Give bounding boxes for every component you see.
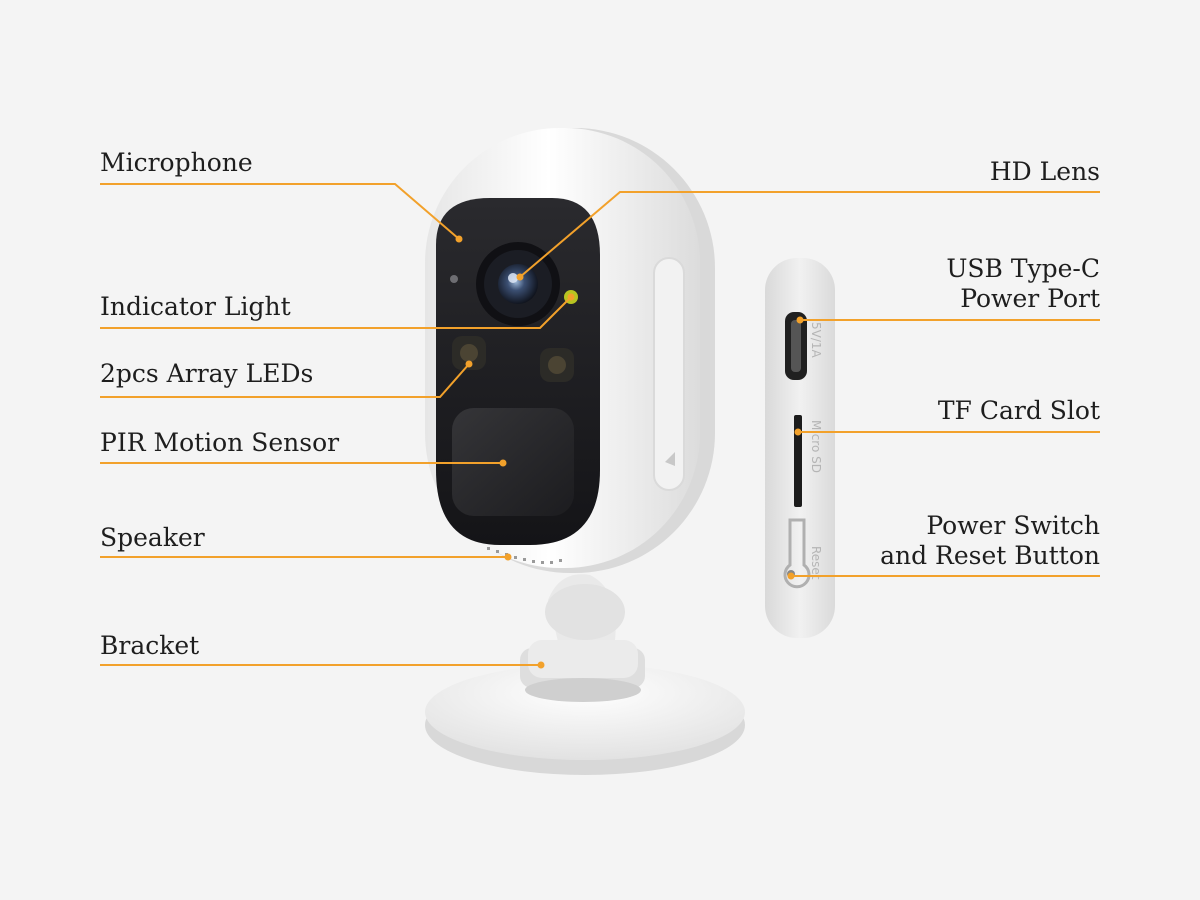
leader-leds xyxy=(100,363,470,398)
dot-speaker xyxy=(504,553,512,561)
microsd-text: Micro SD xyxy=(809,420,823,473)
leader-lens xyxy=(519,191,1100,278)
leader-lines xyxy=(100,183,1100,666)
dot-usb xyxy=(796,316,804,324)
label-tf-slot: TF Card Slot xyxy=(938,396,1100,426)
label-array-leds: 2pcs Array LEDs xyxy=(100,359,314,388)
dot-power xyxy=(787,572,795,580)
label-tf-line1: TF Card Slot xyxy=(937,396,1100,425)
label-power-line1: Power Switch xyxy=(926,511,1100,540)
leader-dots xyxy=(455,235,804,669)
dot-tf xyxy=(794,428,802,436)
dot-lens xyxy=(516,273,524,281)
label-hd-lens-line1: HD Lens xyxy=(989,157,1100,186)
label-microphone: Microphone xyxy=(100,148,253,177)
label-power-switch: Power Switch and Reset Button xyxy=(880,511,1100,571)
label-indicator-light: Indicator Light xyxy=(100,292,291,321)
usb-rating-text: 5V/1A xyxy=(809,322,823,359)
bracket-base xyxy=(425,574,745,775)
dot-bracket xyxy=(537,661,545,669)
leader-microphone xyxy=(100,183,460,240)
dot-indicator xyxy=(567,293,575,301)
label-bracket: Bracket xyxy=(100,631,200,660)
dot-pir xyxy=(499,459,507,467)
camera-body xyxy=(425,128,715,573)
dot-leds xyxy=(465,360,473,368)
label-pir-sensor: PIR Motion Sensor xyxy=(100,428,340,457)
label-usb-line2: Power Port xyxy=(960,284,1100,313)
label-power-line2: and Reset Button xyxy=(880,541,1100,570)
label-hd-lens: HD Lens xyxy=(990,157,1100,187)
dot-microphone xyxy=(455,235,463,243)
label-usb-port: USB Type-C Power Port xyxy=(946,254,1100,314)
label-speaker: Speaker xyxy=(100,523,205,552)
label-usb-line1: USB Type-C xyxy=(946,254,1100,283)
reset-text: Reset xyxy=(809,546,823,580)
side-panel: 5V/1A Micro SD Reset xyxy=(765,258,835,638)
leader-indicator xyxy=(100,296,572,329)
